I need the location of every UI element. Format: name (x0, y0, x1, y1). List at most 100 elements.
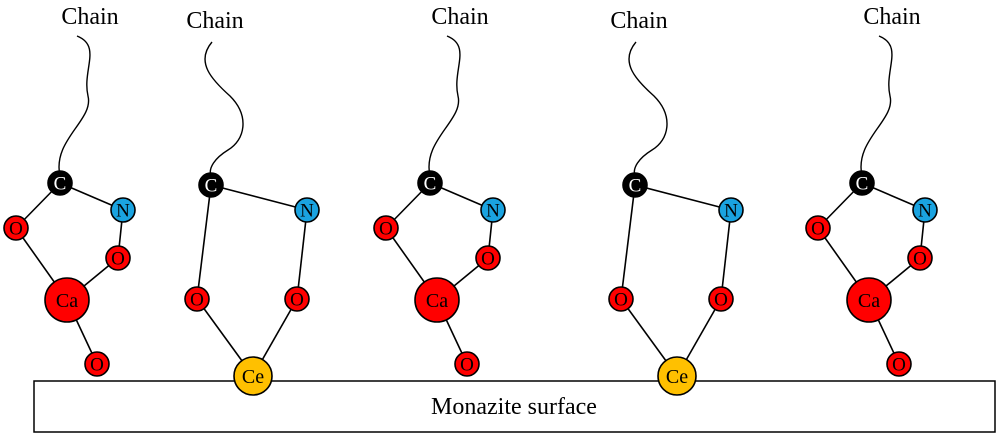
atom-o: O (907, 245, 933, 271)
atom-circle (184, 286, 210, 312)
chain-label: Chain (61, 4, 118, 30)
atom-o: O (886, 351, 912, 377)
atom-o: O (105, 245, 131, 271)
atom-o: O (3, 215, 29, 241)
atom-o: O (373, 215, 399, 241)
bond-line (196, 184, 212, 300)
chain-label: Chain (186, 8, 243, 34)
atom-label: C (205, 176, 218, 197)
atom-label: Ca (858, 290, 880, 312)
atom-circle (846, 277, 892, 323)
atom-circle (475, 245, 501, 271)
atom-circle (373, 215, 399, 241)
atom-circle (454, 351, 480, 377)
atom-ca: Ca (846, 277, 892, 323)
atom-n: N (110, 197, 136, 223)
atom-label: Ce (666, 366, 688, 388)
atom-n: N (480, 197, 506, 223)
bond-line (210, 184, 308, 211)
surface-label: Monazite surface (431, 394, 597, 420)
atom-label: C (856, 174, 869, 195)
monazite-surface (33, 380, 996, 433)
atom-circle (657, 356, 697, 396)
atom-c: C (622, 172, 648, 198)
atom-ce: Ce (657, 356, 697, 396)
chain-line (58, 35, 91, 177)
atom-o: O (805, 215, 831, 241)
chain-line (860, 35, 893, 177)
atom-o: O (284, 286, 310, 312)
atom-circle (417, 170, 443, 196)
atom-circle (608, 286, 634, 312)
atom-label: O (714, 290, 728, 311)
atom-label: N (300, 201, 314, 222)
atom-label: O (290, 290, 304, 311)
atom-o: O (475, 245, 501, 271)
bond-line (720, 209, 732, 300)
atom-c: C (417, 170, 443, 196)
atom-circle (44, 277, 90, 323)
chain-line (628, 41, 668, 177)
bond-line (296, 209, 308, 300)
atom-circle (849, 170, 875, 196)
atom-label: N (724, 201, 738, 222)
atom-circle (912, 197, 938, 223)
atom-o: O (608, 286, 634, 312)
atom-circle (622, 172, 648, 198)
atom-label: N (116, 201, 130, 222)
bond-line (634, 184, 732, 211)
chain-label: Chain (863, 4, 920, 30)
atom-circle (47, 170, 73, 196)
atom-label: O (892, 355, 906, 376)
atom-label: N (486, 201, 500, 222)
atom-circle (907, 245, 933, 271)
atom-label: O (379, 219, 393, 240)
atom-o: O (708, 286, 734, 312)
atom-o: O (184, 286, 210, 312)
atom-c: C (47, 170, 73, 196)
atom-label: O (614, 290, 628, 311)
atom-label: Ce (242, 366, 264, 388)
atom-ca: Ca (414, 277, 460, 323)
atom-label: O (9, 219, 23, 240)
chain-line (428, 35, 461, 177)
atom-circle (708, 286, 734, 312)
atom-n: N (912, 197, 938, 223)
atom-label: C (424, 174, 437, 195)
atom-c: C (849, 170, 875, 196)
atom-o: O (454, 351, 480, 377)
bond-line (620, 184, 636, 300)
atom-label: O (811, 219, 825, 240)
atom-label: Ca (426, 290, 448, 312)
atom-label: O (481, 249, 495, 270)
atom-circle (414, 277, 460, 323)
atom-label: O (90, 355, 104, 376)
chain-label: Chain (610, 8, 667, 34)
atom-circle (480, 197, 506, 223)
atom-label: Ca (56, 290, 78, 312)
atom-ca: Ca (44, 277, 90, 323)
atom-circle (284, 286, 310, 312)
atom-circle (110, 197, 136, 223)
atom-label: C (629, 176, 642, 197)
atom-label: O (913, 249, 927, 270)
atom-label: O (190, 290, 204, 311)
atom-label: O (111, 249, 125, 270)
atom-ce: Ce (233, 356, 273, 396)
atom-circle (805, 215, 831, 241)
atom-circle (233, 356, 273, 396)
atom-o: O (84, 351, 110, 377)
atom-circle (718, 197, 744, 223)
atom-c: C (198, 172, 224, 198)
atom-label: O (460, 355, 474, 376)
atom-n: N (294, 197, 320, 223)
atom-label: C (54, 174, 67, 195)
atom-circle (886, 351, 912, 377)
